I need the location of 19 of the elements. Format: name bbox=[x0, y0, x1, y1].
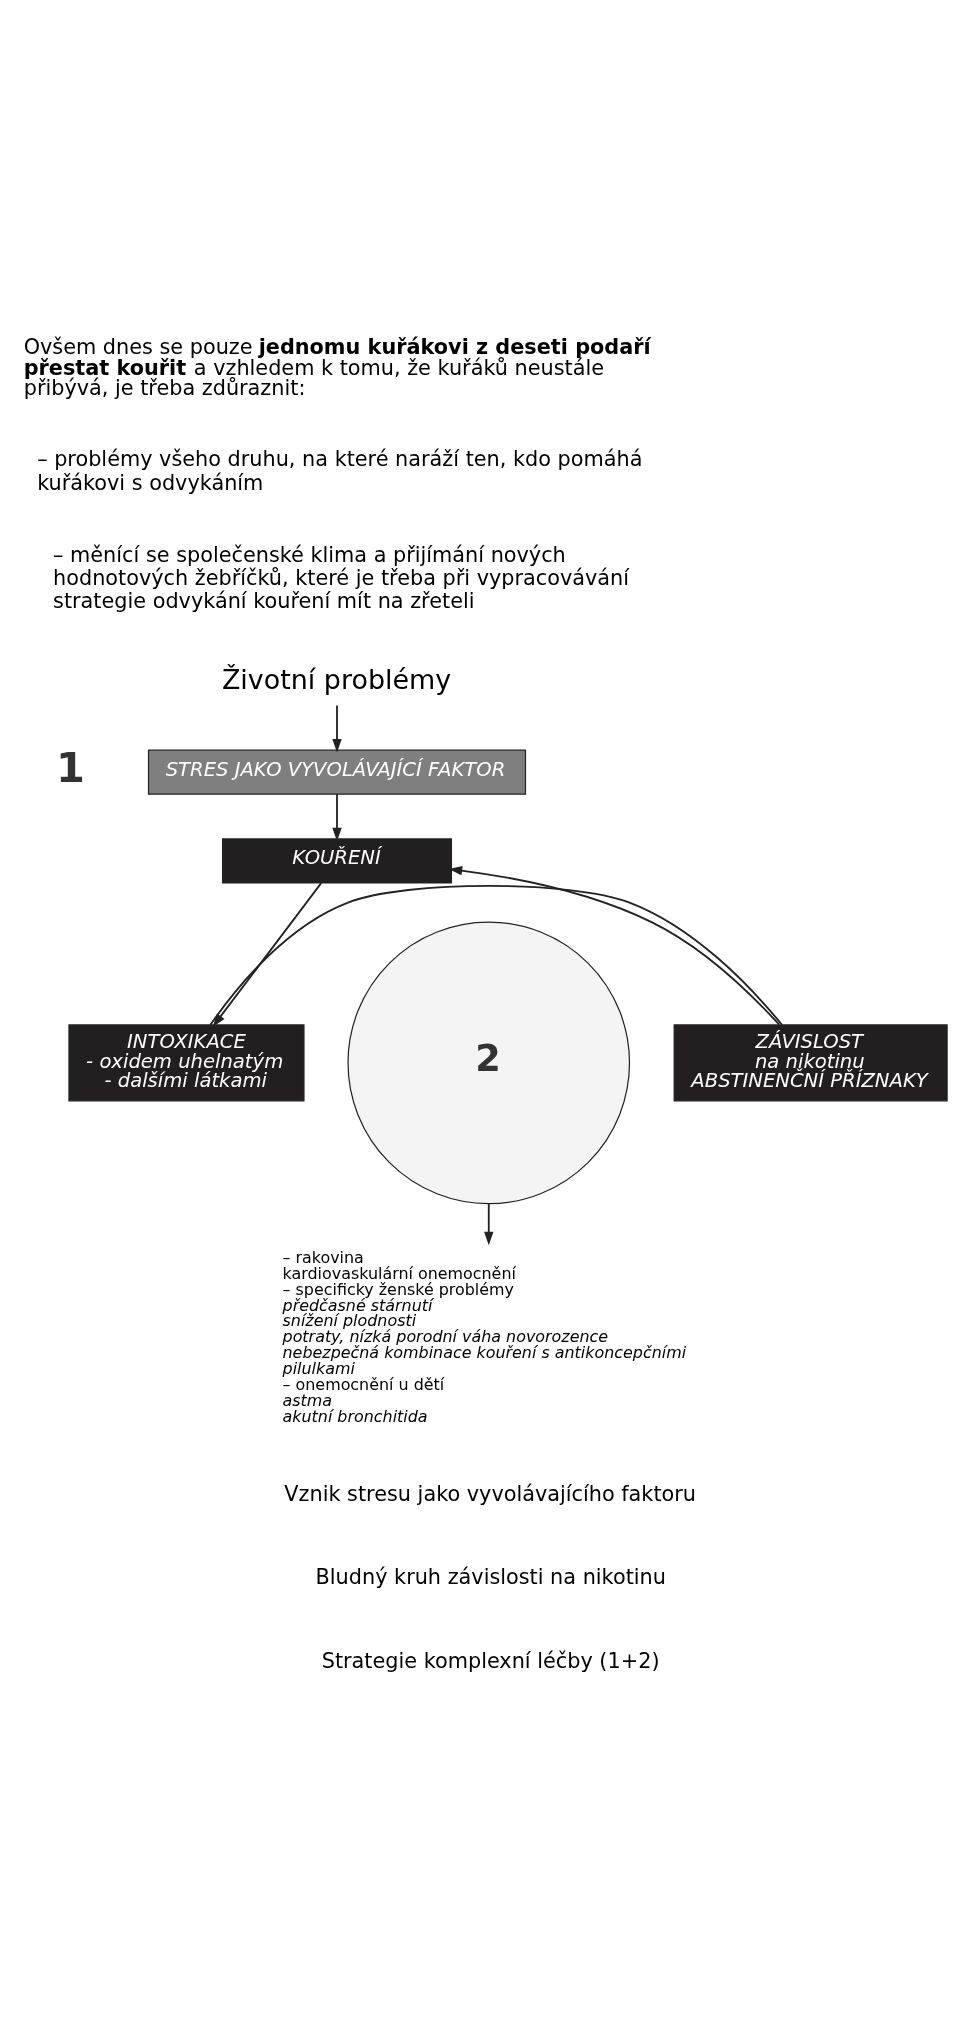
label: Bludný kruh závislosti na nikotinu bbox=[315, 1564, 666, 1589]
label: Ovšem dnes se pouze jednomu kuřákovi z deseti podaří přestat kouřit a vzhledem k tomu, že kuřáků neustále přibývá, je třeba zdůraznit: bbox=[23, 334, 651, 400]
label: Vznik stresu jako vyvolávajícího faktoru bbox=[283, 1481, 696, 1506]
connector bbox=[208, 884, 783, 1026]
arrow bbox=[331, 792, 342, 841]
arrow bbox=[483, 1202, 493, 1245]
node-box: ZÁVISLOST na nikotinu ABSTINENČNÍ PŘÍZNAKY bbox=[673, 1023, 948, 1101]
node-box: KOUŘENÍ bbox=[221, 837, 452, 884]
node-label: 1 bbox=[55, 742, 85, 792]
label: Strategie komplexní léčby (1+2) bbox=[321, 1648, 659, 1673]
label: – problémy všeho druhu, na které naráží ten, kdo pomáhá kuřákovi s odvykáním bbox=[36, 446, 642, 495]
node-text: – rakovina kardiovaskulární onemocnění – specificky ženské problémy předčasné stárnutí snížení plodnosti potraty, nízká porodní váha novorozence nebezpečná kombinace kouření s antikoncepčními pilulkami – onemocnění u dětí astma akutní bronchitida bbox=[282, 1247, 686, 1426]
node-circle: 2 bbox=[346, 921, 630, 1204]
node-box: STRES JAKO VYVOLÁVAJÍCÍ FAKTOR bbox=[147, 749, 526, 795]
node-box: INTOXIKACE - oxidem uhelnatým - dalšími látkami bbox=[67, 1023, 305, 1101]
label: – měnící se společenské klima a přijímání nových hodnotových žebříčků, které je třeba při vypracovávání strategie odvykání kouření mít na zřeteli bbox=[52, 542, 629, 613]
arrow bbox=[331, 704, 342, 753]
arrow bbox=[212, 881, 322, 1027]
node-text: Životní problémy bbox=[221, 663, 451, 695]
